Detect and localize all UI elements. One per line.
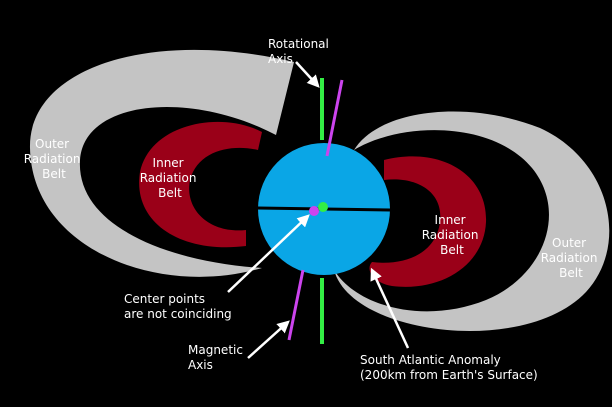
outer-radiation-belt-left bbox=[29, 49, 294, 277]
magnetic-axis-label: Magnetic Axis bbox=[188, 343, 247, 372]
rotational-axis-arrow bbox=[295, 61, 320, 88]
outer-belt-right-label: Outer Radiation Belt bbox=[541, 236, 602, 280]
rotational-axis-label: Rotational Axis bbox=[268, 37, 333, 66]
inner-radiation-belt-right bbox=[369, 156, 487, 287]
outer-belt-left-label: Outer Radiation Belt bbox=[24, 137, 85, 181]
center-points-arrow bbox=[227, 214, 310, 293]
center-points-label: Center points are not coinciding bbox=[124, 292, 232, 321]
south-atlantic-anomaly-arrow bbox=[370, 267, 410, 349]
inner-belt-left-label: Inner Radiation Belt bbox=[140, 156, 201, 200]
outer-radiation-belt-right bbox=[334, 111, 610, 332]
inner-radiation-belt-left bbox=[139, 121, 262, 248]
magnetic-center-point bbox=[309, 206, 319, 216]
magnetic-axis-line-top bbox=[325, 79, 344, 157]
south-atlantic-anomaly-label: South Atlantic Anomaly (200km from Earth… bbox=[360, 353, 538, 382]
inner-belt-right-label: Inner Radiation Belt bbox=[422, 213, 483, 257]
rotational-center-point bbox=[318, 202, 328, 212]
magnetic-axis-arrow bbox=[247, 320, 290, 359]
magnetic-axis-line-bottom bbox=[287, 269, 305, 341]
